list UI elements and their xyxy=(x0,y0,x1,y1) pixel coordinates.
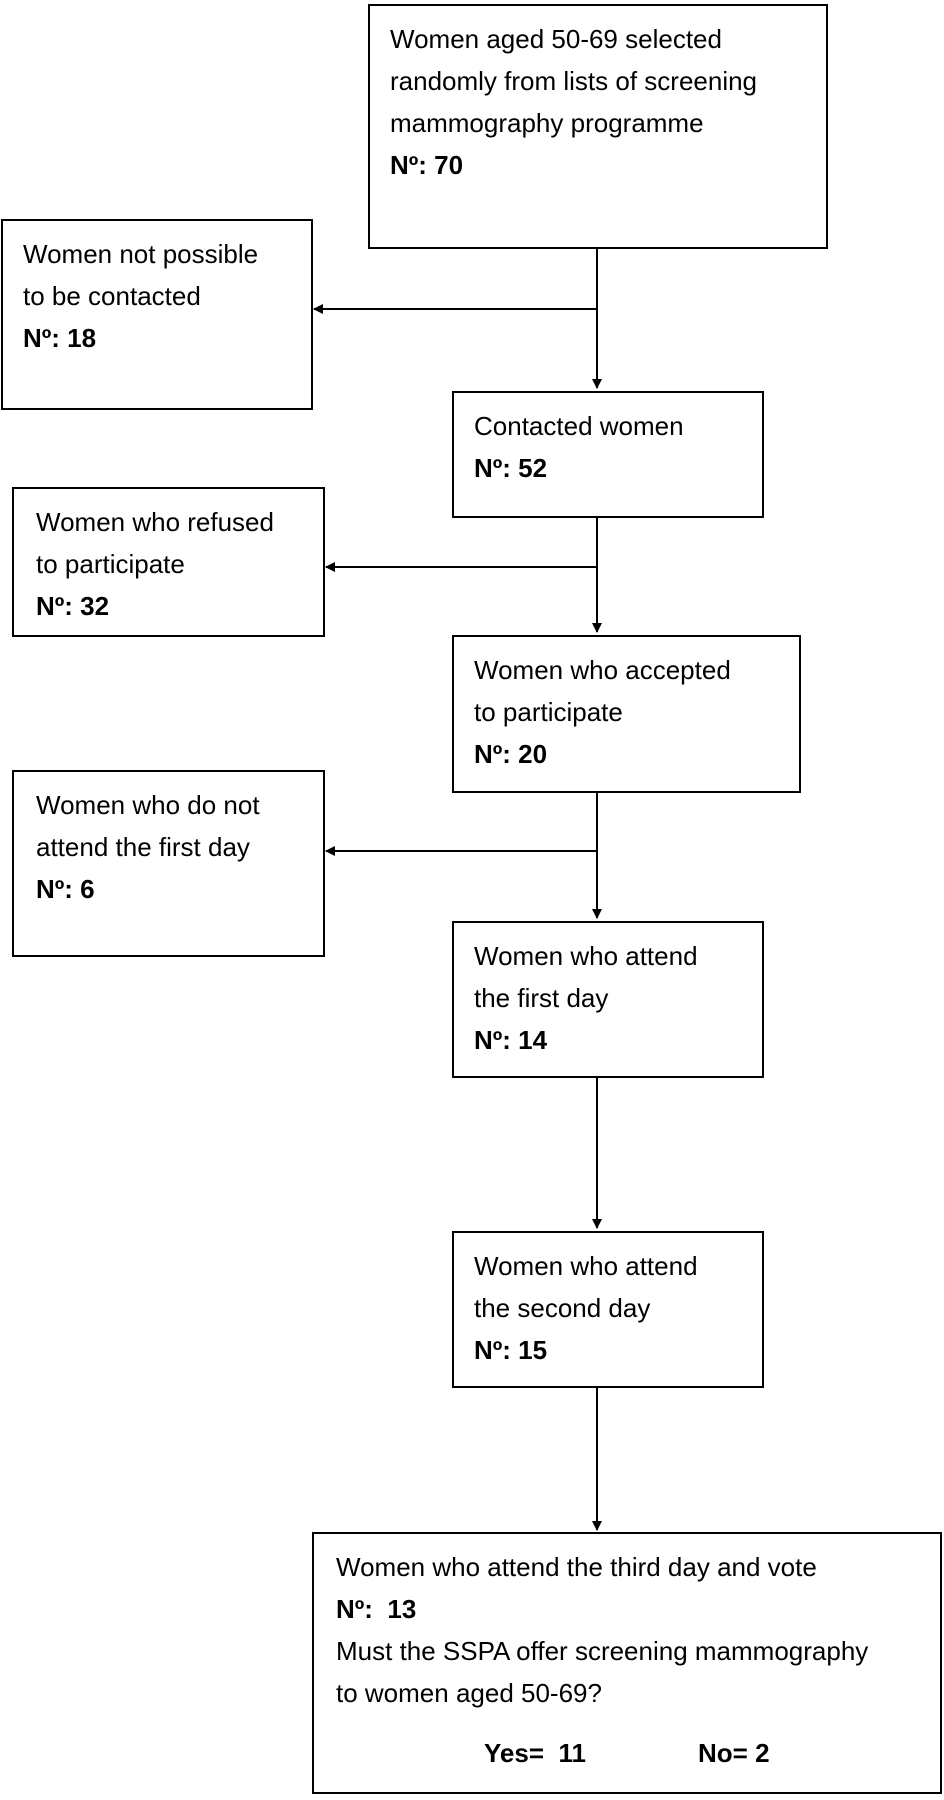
box-not-first-day: Women who do not attend the first day Nº… xyxy=(12,770,325,957)
box-count: Nº: 32 xyxy=(36,591,110,621)
box-text-line: Women not possible xyxy=(23,239,259,269)
vote-no: No= 2 xyxy=(698,1738,770,1768)
vote-question-line: Must the SSPA offer screening mammograph… xyxy=(336,1636,869,1666)
box-not-contacted: Women not possible to be contacted Nº: 1… xyxy=(1,219,313,410)
box-selected-women: Women aged 50-69 selected randomly from … xyxy=(368,4,828,249)
box-count: Nº: 18 xyxy=(23,323,97,353)
box-count: Nº: 70 xyxy=(390,150,464,180)
box-text-line: Women who attend xyxy=(474,1251,698,1281)
box-first-day: Women who attend the first day Nº: 14 xyxy=(452,921,764,1078)
box-title: Women who attend the third day and vote xyxy=(336,1552,817,1582)
box-refused: Women who refused to participate Nº: 32 xyxy=(12,487,325,637)
box-accepted: Women who accepted to participate Nº: 20 xyxy=(452,635,801,793)
box-text-line: to be contacted xyxy=(23,281,201,311)
box-count: Nº: 13 xyxy=(336,1594,417,1624)
box-text-line: Women who attend xyxy=(474,941,698,971)
box-count: Nº: 6 xyxy=(36,874,95,904)
vote-results: Yes= 11 No= 2 xyxy=(336,1732,918,1774)
box-text-line: Women who accepted xyxy=(474,655,731,685)
box-count: Nº: 52 xyxy=(474,453,548,483)
box-contacted: Contacted women Nº: 52 xyxy=(452,391,764,518)
box-text-line: Women who do not xyxy=(36,790,260,820)
box-text-line: the second day xyxy=(474,1293,651,1323)
box-second-day: Women who attend the second day Nº: 15 xyxy=(452,1231,764,1388)
box-text-line: attend the first day xyxy=(36,832,250,862)
box-text-line: Contacted women xyxy=(474,411,684,441)
box-count: Nº: 20 xyxy=(474,739,548,769)
box-text-line: to participate xyxy=(474,697,623,727)
vote-yes: Yes= 11 xyxy=(484,1738,586,1768)
box-text-line: to participate xyxy=(36,549,185,579)
box-text-line: mammography programme xyxy=(390,108,704,138)
vote-question-line: to women aged 50-69? xyxy=(336,1678,602,1708)
box-text-line: randomly from lists of screening xyxy=(390,66,758,96)
box-text-line: Women aged 50-69 selected xyxy=(390,24,722,54)
box-text-line: the first day xyxy=(474,983,609,1013)
box-count: Nº: 14 xyxy=(474,1025,548,1055)
box-third-day-vote: Women who attend the third day and vote … xyxy=(312,1532,942,1794)
box-count: Nº: 15 xyxy=(474,1335,548,1365)
box-text-line: Women who refused xyxy=(36,507,274,537)
